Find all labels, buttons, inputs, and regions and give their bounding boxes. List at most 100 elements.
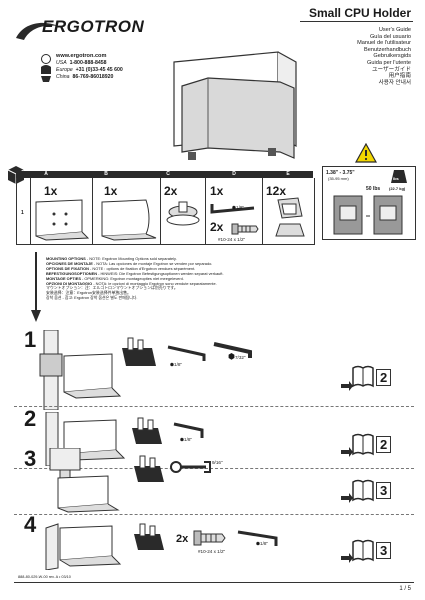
book-icon <box>352 433 374 456</box>
qty-d-top: 1x <box>210 184 224 198</box>
ergotron-swoosh-icon <box>16 22 58 40</box>
option-4-screw-qty: 2x <box>176 533 189 545</box>
option-1-number: 1 <box>24 327 37 352</box>
wrench-icon <box>170 461 211 473</box>
footer-rule <box>14 582 414 583</box>
pointing-hand-icon <box>341 553 353 563</box>
title-rule <box>300 21 413 22</box>
contact-china: China 86-769-86018920 <box>56 74 114 80</box>
notes-arrow <box>31 252 41 322</box>
hex-icon: ⬢ <box>180 437 185 442</box>
qty-e: 12x <box>266 184 287 198</box>
book-icon <box>352 365 374 388</box>
col-d: D <box>232 171 236 177</box>
logo <box>14 18 124 44</box>
weight-box <box>322 166 416 240</box>
option-3-illustration <box>49 448 120 513</box>
option-2-number: 2 <box>24 406 37 431</box>
divider <box>30 178 31 244</box>
option-1-tool-1: ⬢1/8" <box>170 362 183 367</box>
qty-b: 1x <box>104 184 118 198</box>
option-divider <box>14 406 414 407</box>
guide-titles: User's Guide Guía del usuario Manuel de … <box>357 27 411 86</box>
weight-max: 50 lbs <box>366 186 381 192</box>
option-1-parts-tray <box>122 337 156 366</box>
option-4-allen-key-icon <box>237 530 278 546</box>
hex-icon: ⬢ <box>232 205 237 210</box>
option-3-tool-1: 9/16" <box>212 460 223 465</box>
parts-table <box>16 178 315 245</box>
options-notes: MOUNTING OPTIONS - NOTE: Ergotron Mounti… <box>46 256 224 301</box>
col-e: E <box>286 171 290 177</box>
contact-block: www.ergotron.com USA 1-800-888-8458 Euro… <box>56 53 166 81</box>
option-1-goto[interactable]: 2 <box>376 369 392 386</box>
option-3-goto[interactable]: 3 <box>376 482 392 499</box>
side-bracket-icon <box>101 199 157 241</box>
qty-d-bottom: 2x <box>210 220 224 234</box>
weight-range-metric: (35-95 mm) <box>328 176 349 181</box>
allen-key-icon <box>210 204 255 214</box>
option-1-holder <box>63 353 122 399</box>
screw-icon <box>231 223 259 235</box>
weight-range: 1.38" - 3.75" <box>326 170 355 176</box>
screw-icon <box>193 530 226 546</box>
pointing-hand-icon <box>341 381 353 391</box>
cpu-holder-illustration <box>173 51 297 160</box>
page-title: Small CPU Holder <box>308 6 411 20</box>
option-3-parts-tray <box>134 455 164 482</box>
globe-icon <box>41 54 51 64</box>
option-3-number: 3 <box>24 446 37 471</box>
weight-icon <box>391 170 407 183</box>
pointing-hand-icon <box>341 493 353 503</box>
qty-a: 1x <box>44 184 58 198</box>
option-2-tool-1: ⬢1/8" <box>180 437 193 442</box>
divider <box>160 178 161 244</box>
option-1-allen-key-large-icon <box>213 342 252 358</box>
option-1-tool-2: ⬢7/32" <box>228 352 246 361</box>
contact-icons <box>41 54 51 82</box>
clamp-knob-icon <box>166 201 200 226</box>
weight-max-metric: (22.7 kg) <box>389 186 406 191</box>
option-4-number: 4 <box>24 512 37 537</box>
qty-c: 2x <box>164 184 178 198</box>
option-4-parts-tray <box>134 523 164 550</box>
parts-row-label: 1 <box>21 210 24 216</box>
tool-size-d-bottom: #10-24 x 1/2" <box>218 237 246 242</box>
website[interactable]: www.ergotron.com <box>56 53 107 59</box>
hex-icon: ⬢ <box>256 541 261 546</box>
hex-icon: ⬢ <box>170 362 175 367</box>
lbs-icon-label: lbs <box>393 176 399 181</box>
phone-icon <box>41 65 51 74</box>
option-4-tool-1: #10-24 x 1/2" <box>198 549 226 554</box>
option-4-illustration <box>45 523 122 570</box>
hex-icon: ⬢ <box>228 352 235 361</box>
option-2-allen-key-icon <box>173 422 204 438</box>
option-4-tool-2: ⬢1/8" <box>256 541 269 546</box>
col-a: A <box>44 171 48 177</box>
book-icon <box>352 539 374 562</box>
brand-name: ERGOTRON <box>42 17 145 36</box>
weight-illustration <box>333 195 403 235</box>
pole-illustration <box>39 330 63 410</box>
book-icon <box>352 479 374 502</box>
option-1-allen-key-icon <box>167 345 206 361</box>
divider <box>92 178 93 244</box>
pad-icon <box>275 197 305 237</box>
contact-usa: USA 1-800-888-8458 <box>56 60 107 66</box>
parts-header-bar <box>16 171 313 178</box>
option-2-goto[interactable]: 2 <box>376 436 392 453</box>
tool-size-d-top: ⬢1/8" <box>232 205 245 210</box>
mounting-plate-icon <box>35 199 90 241</box>
contact-europe: Europe +31 (0)33-45 45 600 <box>56 67 123 73</box>
divider <box>205 178 206 244</box>
phone-icon <box>41 76 51 82</box>
warning-icon <box>355 143 377 163</box>
parts-columns: A B C D E <box>16 171 313 178</box>
col-c: C <box>166 171 170 177</box>
page-number: 1 / 5 <box>399 586 411 592</box>
option-divider <box>14 514 414 515</box>
option-4-goto[interactable]: 3 <box>376 542 392 559</box>
col-b: B <box>104 171 108 177</box>
option-2-parts-tray <box>132 417 162 444</box>
pointing-hand-icon <box>341 447 353 457</box>
